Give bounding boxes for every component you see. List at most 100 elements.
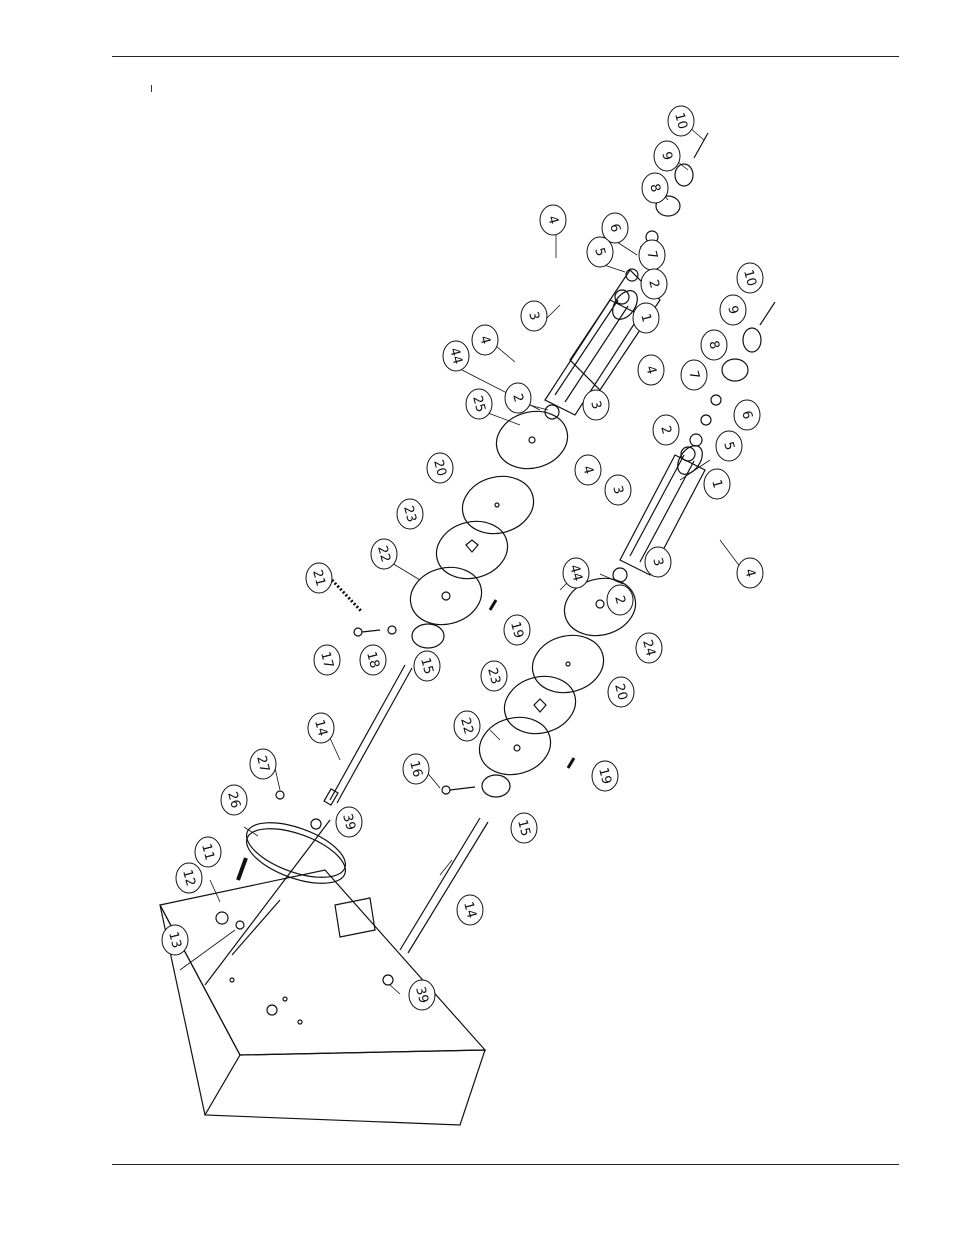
callout-11: 11 (194, 836, 222, 868)
callout-label: 26 (224, 790, 243, 810)
callout-2: 2 (652, 414, 680, 446)
callout-label: 25 (469, 394, 488, 414)
callout-5: 5 (586, 236, 614, 268)
callout-20: 20 (426, 452, 454, 484)
callout-12: 12 (175, 862, 203, 894)
hub-15-lower (481, 774, 511, 798)
disc-24-lower (563, 577, 637, 637)
callout-27: 27 (249, 748, 277, 780)
disc-22-lower (478, 716, 552, 776)
shaft-upper (323, 664, 413, 806)
callout-label: 18 (363, 650, 382, 670)
callout-4: 4 (637, 354, 665, 386)
callout-2: 2 (640, 268, 668, 300)
base-cabinet (159, 869, 487, 1126)
shaft-lower (399, 817, 489, 954)
callout-label: 3 (649, 556, 666, 568)
page-mark (151, 85, 152, 92)
nut-18 (387, 625, 397, 635)
callout-label: 24 (639, 638, 658, 658)
ring-guard (245, 822, 347, 884)
callout-39: 39 (335, 806, 363, 838)
callout-label: 17 (317, 650, 336, 670)
callout-23: 23 (396, 498, 424, 530)
callout-label: 1 (708, 478, 725, 490)
callout-17: 17 (313, 644, 341, 676)
callout-26: 26 (220, 784, 248, 816)
callout-3: 3 (644, 546, 672, 578)
callout-label: 2 (645, 278, 662, 290)
callout-label: 23 (400, 504, 419, 524)
disc-22-upper (409, 566, 483, 626)
callout-44: 44 (562, 557, 590, 589)
callout-14: 14 (456, 894, 484, 926)
callout-label: 20 (430, 458, 449, 478)
disc-23-upper (435, 520, 509, 580)
disc-20-lower (531, 634, 605, 694)
callout-24: 24 (635, 632, 663, 664)
callout-label: 9 (724, 304, 741, 316)
callout-label: 4 (642, 364, 659, 376)
footer-rule (112, 1164, 899, 1165)
screw-13 (235, 920, 245, 930)
callout-25: 25 (465, 388, 493, 420)
callout-18: 18 (359, 644, 387, 676)
callout-label: 1 (637, 312, 654, 324)
callout-label: 13 (165, 930, 184, 950)
callout-22: 22 (453, 710, 481, 742)
callout-label: 44 (566, 563, 585, 583)
disc-23-lower (503, 675, 577, 735)
callout-9: 9 (653, 140, 681, 172)
callout-10: 10 (736, 262, 764, 294)
header-rule (112, 56, 899, 57)
callout-label: 6 (738, 409, 755, 421)
callout-label: 7 (685, 369, 702, 381)
callout-1: 1 (632, 302, 660, 334)
callout-label: 10 (671, 111, 690, 131)
callout-8: 8 (641, 172, 669, 204)
hub-15-upper (411, 623, 445, 649)
callout-4: 4 (574, 454, 602, 486)
knob-12 (215, 911, 229, 925)
callout-label: 15 (417, 656, 436, 676)
disc-25-upper (495, 410, 569, 470)
callout-label: 2 (611, 594, 628, 606)
screw-19-lower (566, 757, 576, 769)
callout-label: 11 (198, 842, 217, 862)
callout-label: 21 (309, 568, 328, 588)
callout-3: 3 (582, 389, 610, 421)
callout-label: 44 (446, 346, 465, 366)
callout-15: 15 (510, 812, 538, 844)
callout-6: 6 (601, 212, 629, 244)
callout-label: 23 (484, 666, 503, 686)
callout-3: 3 (520, 300, 548, 332)
callout-label: 6 (606, 222, 623, 234)
callout-label: 3 (609, 484, 626, 496)
cabinet-label-plate (334, 897, 376, 938)
callout-label: 4 (476, 334, 493, 346)
callout-label: 7 (643, 249, 660, 261)
callout-label: 4 (579, 464, 596, 476)
callout-label: 2 (657, 424, 674, 436)
callout-label: 19 (507, 620, 526, 640)
callout-1: 1 (703, 468, 731, 500)
callout-label: 14 (460, 900, 479, 920)
screw-19-upper (488, 599, 498, 611)
callout-label: 9 (658, 150, 675, 162)
bolt-16 (441, 785, 476, 795)
callout-label: 27 (253, 754, 272, 774)
callout-21: 21 (305, 562, 333, 594)
callout-label: 8 (646, 182, 663, 194)
callout-label: 10 (740, 268, 759, 288)
callout-7: 7 (680, 359, 708, 391)
callout-19: 19 (591, 760, 619, 792)
callout-16: 16 (402, 753, 430, 785)
callout-15: 15 (413, 650, 441, 682)
callout-label: 20 (611, 682, 630, 702)
callout-label: 16 (406, 759, 425, 779)
callout-label: 14 (311, 718, 330, 738)
callout-10: 10 (667, 105, 695, 137)
callout-label: 3 (587, 399, 604, 411)
